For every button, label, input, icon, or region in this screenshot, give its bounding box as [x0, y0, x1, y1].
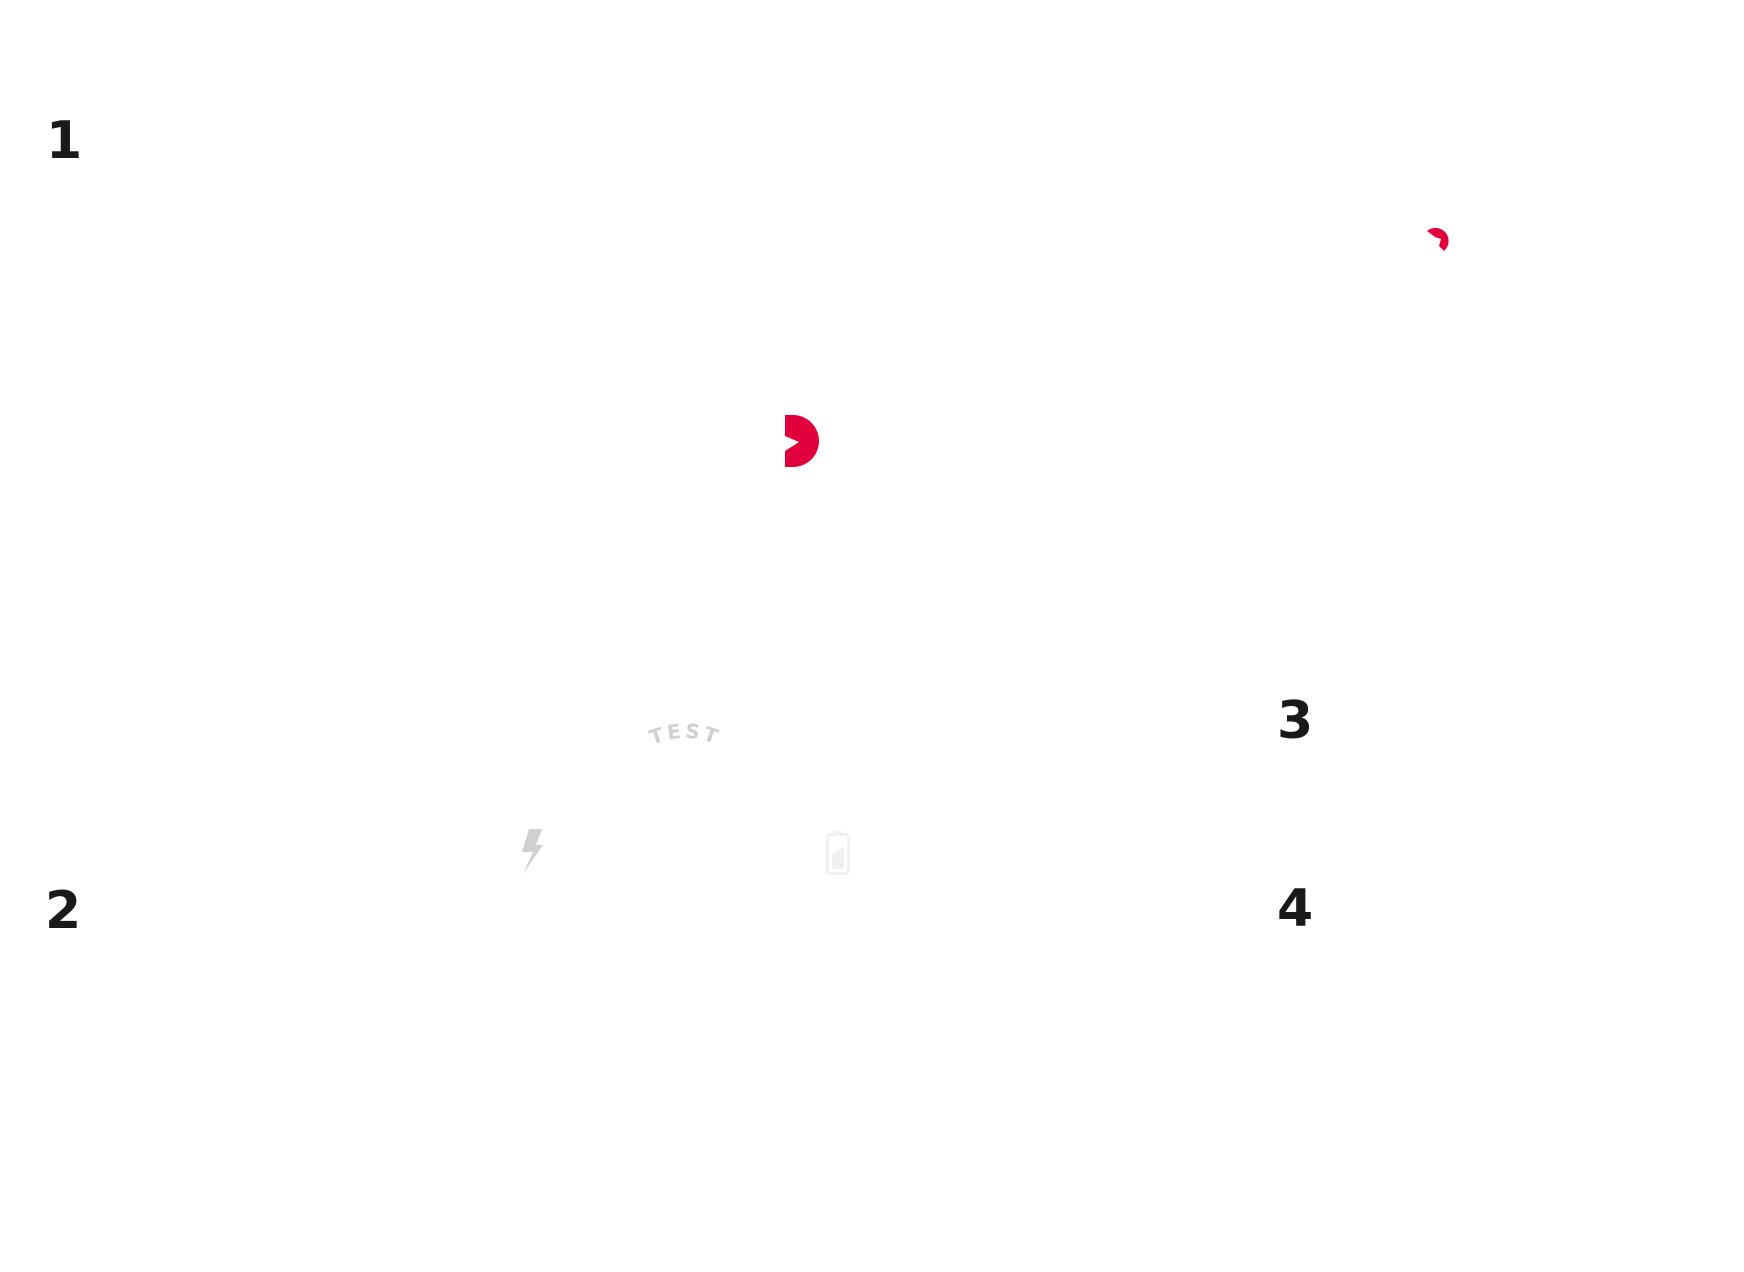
lightning-icon	[522, 829, 543, 874]
test-badge: TEST	[646, 719, 724, 750]
svg-text:TEST: TEST	[646, 719, 724, 750]
red-small-shape-icon	[1427, 227, 1449, 251]
test-text: TEST	[646, 719, 721, 750]
label-4: 4	[1277, 879, 1314, 939]
label-2: 2	[45, 881, 82, 941]
label-3: 3	[1277, 691, 1314, 751]
label-1: 1	[46, 111, 83, 171]
red-d-shape-icon	[785, 415, 819, 467]
battery-icon	[826, 831, 850, 875]
